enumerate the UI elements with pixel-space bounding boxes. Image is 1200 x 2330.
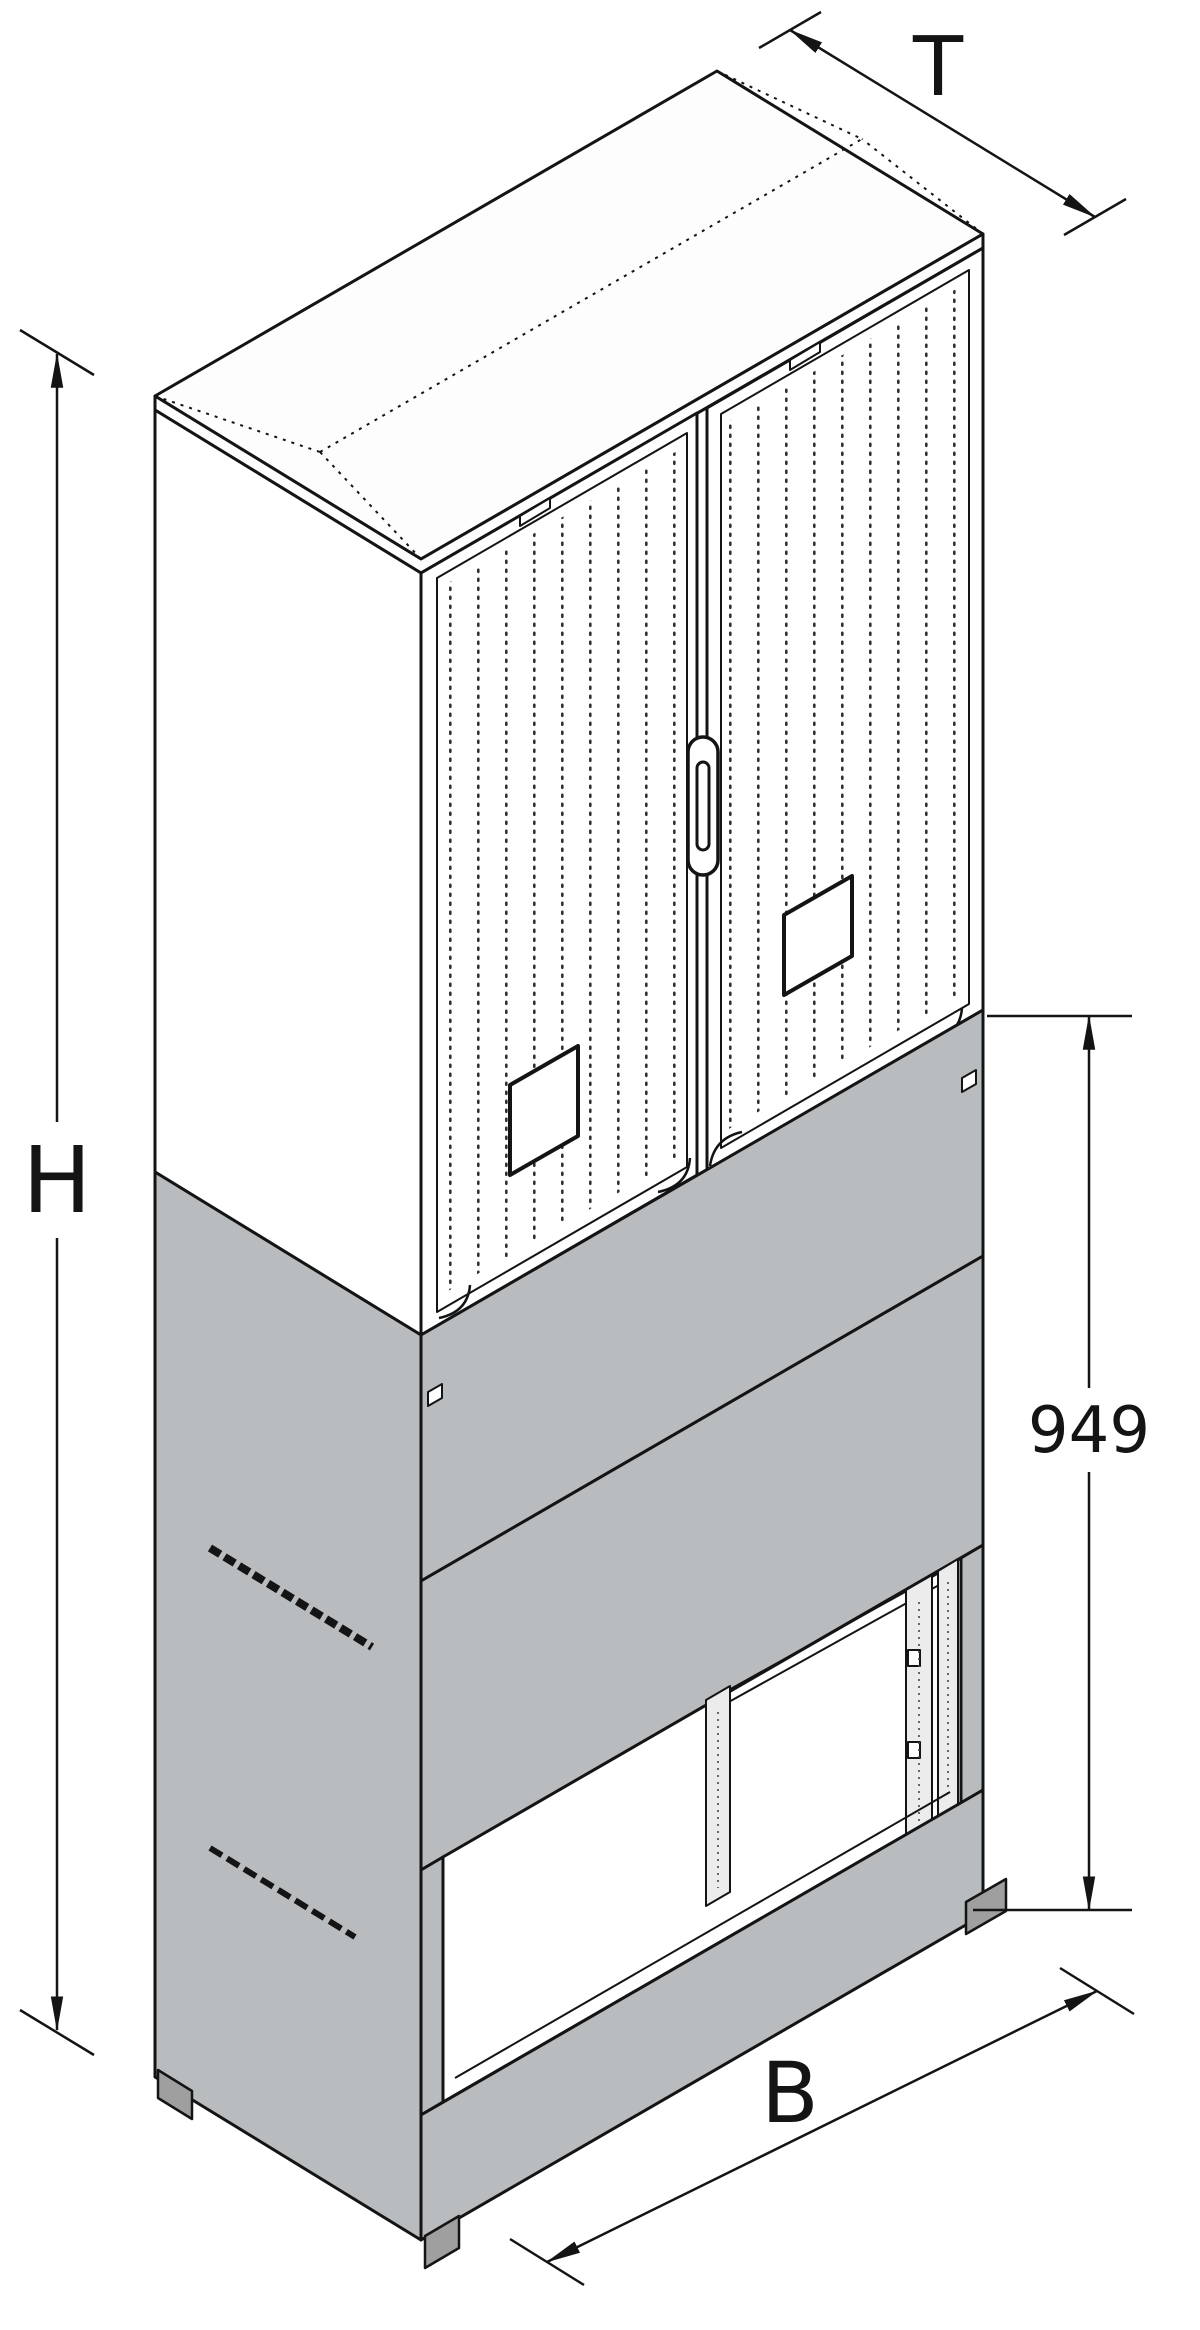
dimension-width-label: B [761, 2044, 819, 2142]
dim-h-extension-bottom [19, 2008, 95, 2057]
interior-hole-rows [717, 1582, 949, 1888]
door-left-perforation [448, 447, 684, 1291]
dimension-lower-section: 949 [973, 1014, 1150, 1912]
door-left-hinge-tab [519, 497, 551, 527]
dimension-height: H [19, 328, 95, 2057]
dimensions: H T 949 B [19, 10, 1150, 2287]
door-right-window [782, 874, 854, 997]
base-vent-slots [207, 1544, 375, 1940]
dimension-width: B [509, 1966, 1135, 2287]
base-corner-post-right [959, 1543, 985, 1805]
door-left-inner-border [436, 432, 688, 1313]
dimension-height-label: H [22, 1127, 91, 1234]
door-left-window [508, 1044, 580, 1177]
foot-front-left [423, 2214, 461, 2270]
panel-clip-left [427, 1383, 443, 1407]
foot-back-left [156, 2068, 194, 2121]
interior-bracket-2 [907, 1741, 921, 1759]
dim-h-extension-top [19, 328, 95, 377]
panel-clip-right [961, 1069, 977, 1093]
base-corner-post-left [419, 1855, 445, 2117]
cabinet-door-left [419, 411, 699, 1337]
door-right-perforation [720, 288, 958, 1134]
door-handle-icon [686, 735, 720, 877]
base-interior-frame [454, 1558, 959, 2079]
handle-grip [695, 760, 711, 852]
vent-slot-lower [208, 1845, 357, 1940]
interior-bracket-1 [907, 1649, 921, 1667]
door-right-corner-relief [708, 1130, 743, 1167]
dim-b-line [545, 1989, 1099, 2264]
interior-post-right-a [905, 1574, 933, 1836]
vent-slot-upper [207, 1544, 375, 1651]
interior-floor-edge [454, 1791, 951, 2079]
door-left-corner-relief-2 [657, 1157, 692, 1194]
door-right-inner-border [720, 269, 970, 1149]
dimension-depth: T [758, 10, 1127, 237]
dimension-lower-section-label: 949 [1028, 1394, 1150, 1468]
door-right-hinge-tab [789, 341, 821, 371]
cabinet-upper-section [153, 69, 985, 1337]
dim-t-line [788, 28, 1097, 219]
dimension-depth-label: T [912, 20, 964, 115]
base-left-side-panel [153, 1170, 423, 2242]
door-left-corner-relief [438, 1284, 472, 1320]
cabinet-door-right [705, 246, 985, 1172]
